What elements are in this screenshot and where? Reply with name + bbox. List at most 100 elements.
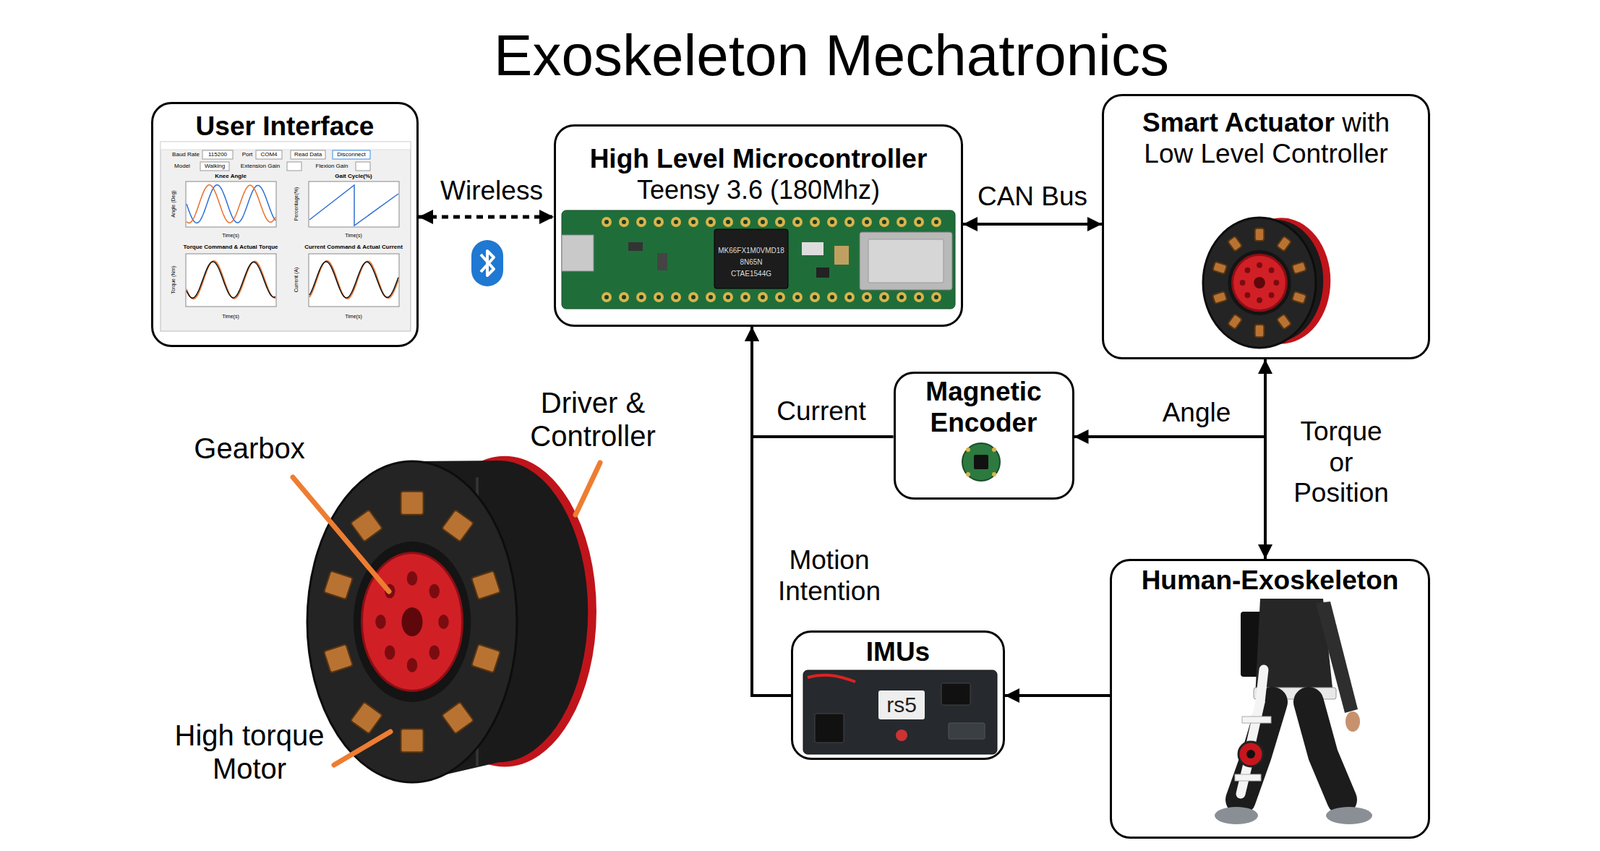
plot-axes [185,181,277,228]
pin-hole [757,292,768,303]
screen-control [290,150,326,160]
screen-text: Model [174,162,191,170]
pin-hole [913,216,924,228]
pin-hole [809,292,820,303]
pin-hole [861,216,872,228]
imu-chip [941,683,971,705]
connector [751,326,791,696]
pin-hole [601,216,612,228]
sd-card-slot [859,232,953,290]
connector [1263,359,1267,559]
screen-text: Walking [204,162,225,170]
winding-slot [350,702,383,734]
screen-text: Time(s) [221,313,239,320]
connector-label: Wireless [438,175,546,207]
pin-hole [775,216,786,228]
encoder-box: Magnetic Encoder [893,371,1075,500]
pin-hole-center [691,219,696,225]
pin-hole [688,216,699,228]
node-label: User Interface [195,111,375,143]
pin-hole-center [691,294,696,300]
connector-label: Torque or Position [1284,416,1398,509]
hand [1345,711,1360,732]
pin-hole-center [847,219,852,225]
screen-text: Port [242,151,254,158]
disk-hole [384,644,396,660]
front-face [1203,217,1316,348]
disk-hole [1268,292,1275,298]
connector-label: Motion Intention [769,545,890,607]
plot-curve [309,261,399,298]
winding-slot [441,509,474,542]
node-text-holder: User Interface [153,104,417,143]
connector [1004,694,1110,697]
screen-text: 115200 [208,151,228,158]
encoder-pad [965,447,971,452]
screen-text: Torque Command & Actual Torque [183,243,279,251]
encoder-chip [973,454,989,470]
screen-text: rs5 [886,692,917,718]
node-label: IMUs [866,636,930,669]
shoe [1214,806,1259,825]
pin-hole-center [656,294,661,300]
screen-text: Knee Angle [214,172,247,180]
imu-sticker [878,690,925,720]
winding-slot [1212,261,1227,275]
pin-hole [636,292,647,303]
sd-card-slot-inner [868,239,944,283]
plot-curve [186,185,276,224]
screen-text: Disconnect [336,151,366,158]
screen-text: Flexion Gain [315,162,349,170]
disk-hole [407,657,418,673]
imu-button [895,729,908,742]
screen-control [255,150,282,160]
disk-hole [1268,267,1275,274]
human-exoskeleton-box: Human-Exoskeleton [1109,558,1431,839]
exoskeleton-strap [1234,774,1261,781]
pin-hole-center [621,294,627,300]
pin-hole-center [604,294,609,300]
screen-text: Read Data [294,151,322,158]
encoder-pad [965,472,971,477]
pin-hole-center [639,294,644,300]
controller-box: High Level MicrocontrollerTeensy 3.6 (18… [553,124,964,327]
winding-slot [1276,313,1292,329]
interface-screenshot [160,141,411,332]
pin-hole [844,292,855,303]
winding-slot [1255,324,1265,337]
screen-control [200,161,230,171]
leader-line [334,731,391,765]
pin-hole-center [656,219,661,225]
pin-hole-center [743,219,748,225]
connector [963,222,1102,226]
screen-text: Baud Rate [172,151,200,158]
actuator-illustration [307,456,597,783]
pin-hole-center [725,219,731,225]
plot-curve [186,261,276,300]
screen-text: CTAE1544G [730,269,772,279]
imu-component [948,723,985,739]
front-leg [1308,702,1342,800]
pin-hole-center [604,219,609,225]
pin-hole [931,292,942,303]
actuator-illustration [1203,217,1331,348]
winding-slot [1276,235,1292,251]
screen-text: Current (A) [293,267,300,293]
connector [751,326,894,437]
pin-hole [618,292,630,303]
pin-hole-center [725,294,731,300]
screen-text: Angle (Deg) [170,190,177,217]
connector-label: Current [774,396,868,428]
pin-hole-center [864,294,870,300]
winding-slot [471,571,501,600]
imu-chip [814,713,844,743]
node-label: Teensy 3.6 (180Mhz) [636,174,880,205]
window-title-bar [160,141,411,150]
node-text-holder: Human-Exoskeleton [1111,561,1428,597]
disk-hole [407,571,418,586]
connector [418,215,554,220]
inner-ring [1227,250,1291,316]
pin-hole-center [708,219,713,225]
pin-hole [861,292,872,303]
